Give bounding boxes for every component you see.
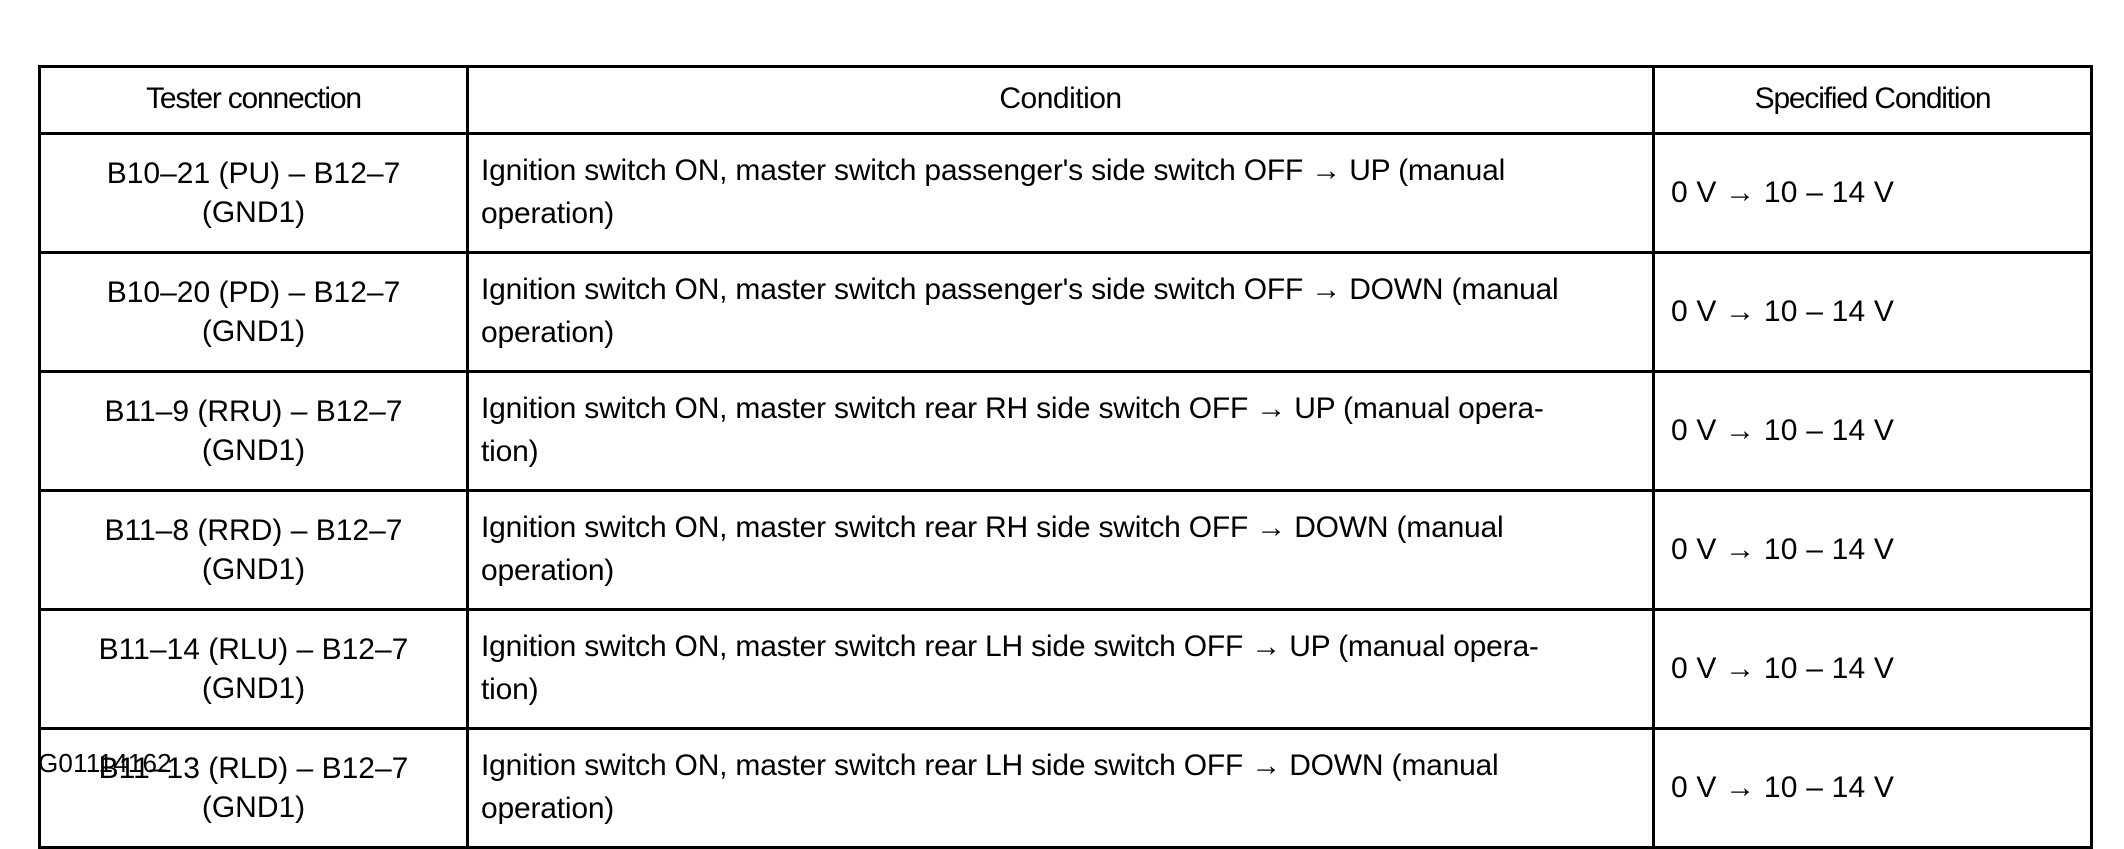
cell-specified-condition: 0 V → 10 – 14 V [1652, 608, 2093, 730]
cell-condition: Ignition switch ON, master switch rear R… [466, 370, 1655, 492]
cell-tester-connection: B10–21 (PU) – B12–7 (GND1) [38, 132, 469, 254]
cell-tester-connection: B11–9 (RRU) – B12–7 (GND1) [38, 370, 469, 492]
condition-line-1: Ignition switch ON, master switch rear R… [481, 392, 1544, 426]
condition-line-2: tion) [481, 435, 539, 468]
cell-tester-connection: B10–20 (PD) – B12–7 (GND1) [38, 251, 469, 373]
tester-connection-line-1: B10–21 (PU) – B12–7 [106, 157, 401, 190]
condition-line-2: operation) [481, 792, 615, 825]
tester-connection-line-1: B11–13 (RLD) – B12–7 [98, 752, 409, 785]
tester-connection-line-2: (GND1) [201, 791, 306, 824]
table-row: B11–14 (RLU) – B12–7 (GND1) Ignition swi… [38, 608, 2093, 730]
cell-specified-condition: 0 V → 10 – 14 V [1652, 489, 2093, 611]
tester-connection-line-1: B11–8 (RRD) – B12–7 [104, 514, 403, 547]
cell-tester-connection: B11–14 (RLU) – B12–7 (GND1) [38, 608, 469, 730]
condition-line-2: operation) [481, 316, 615, 349]
tester-connection-line-2: (GND1) [201, 672, 306, 705]
condition-line-1: Ignition switch ON, master switch rear R… [481, 511, 1504, 545]
condition-line-1: Ignition switch ON, master switch passen… [481, 273, 1559, 307]
tester-connection-line-2: (GND1) [201, 315, 306, 348]
tester-connection-line-2: (GND1) [201, 196, 306, 229]
table-row: B10–20 (PD) – B12–7 (GND1) Ignition swit… [38, 251, 2093, 373]
column-header-tester-connection: Tester connection [38, 65, 469, 135]
condition-line-1: Ignition switch ON, master switch rear L… [481, 749, 1499, 783]
table-row: B10–21 (PU) – B12–7 (GND1) Ignition swit… [38, 132, 2093, 254]
figure-id-caption: G01114162 [38, 748, 172, 778]
condition-line-2: operation) [481, 554, 615, 587]
condition-line-1: Ignition switch ON, master switch rear L… [481, 630, 1539, 664]
column-header-condition-label: Condition [999, 82, 1122, 115]
tester-connection-line-1: B10–20 (PD) – B12–7 [106, 276, 401, 309]
column-header-condition: Condition [466, 65, 1655, 135]
cell-tester-connection: B11–13 (RLD) – B12–7 (GND1) [38, 727, 469, 849]
cell-condition: Ignition switch ON, master switch rear L… [466, 608, 1655, 730]
tester-connection-line-2: (GND1) [201, 553, 306, 586]
cell-specified-condition: 0 V → 10 – 14 V [1652, 132, 2093, 254]
column-header-specified-condition-label: Specified Condition [1754, 82, 1992, 115]
tester-connection-line-1: B11–14 (RLU) – B12–7 [98, 633, 409, 666]
condition-line-2: operation) [481, 197, 615, 230]
tester-connection-line-2: (GND1) [201, 434, 306, 467]
table-row: B11–9 (RRU) – B12–7 (GND1) Ignition swit… [38, 370, 2093, 492]
cell-tester-connection: B11–8 (RRD) – B12–7 (GND1) [38, 489, 469, 611]
table-header: Tester connection Condition Specified Co… [38, 65, 2093, 135]
tester-connection-line-1: B11–9 (RRU) – B12–7 [104, 395, 403, 428]
cell-condition: Ignition switch ON, master switch passen… [466, 251, 1655, 373]
table-row: B11–8 (RRD) – B12–7 (GND1) Ignition swit… [38, 489, 2093, 611]
cell-specified-condition: 0 V → 10 – 14 V [1652, 727, 2093, 849]
cell-specified-condition: 0 V → 10 – 14 V [1652, 251, 2093, 373]
inspection-spec-table: Tester connection Condition Specified Co… [38, 65, 2093, 849]
column-header-specified-condition: Specified Condition [1652, 65, 2093, 135]
condition-line-1: Ignition switch ON, master switch passen… [481, 154, 1506, 188]
table-body: B10–21 (PU) – B12–7 (GND1) Ignition swit… [38, 132, 2093, 849]
table-row: B11–13 (RLD) – B12–7 (GND1) Ignition swi… [38, 727, 2093, 849]
cell-condition: Ignition switch ON, master switch rear R… [466, 489, 1655, 611]
column-header-tester-connection-label: Tester connection [146, 82, 362, 115]
cell-condition: Ignition switch ON, master switch rear L… [466, 727, 1655, 849]
table-header-row: Tester connection Condition Specified Co… [38, 65, 2093, 135]
cell-condition: Ignition switch ON, master switch passen… [466, 132, 1655, 254]
condition-line-2: tion) [481, 673, 539, 706]
cell-specified-condition: 0 V → 10 – 14 V [1652, 370, 2093, 492]
